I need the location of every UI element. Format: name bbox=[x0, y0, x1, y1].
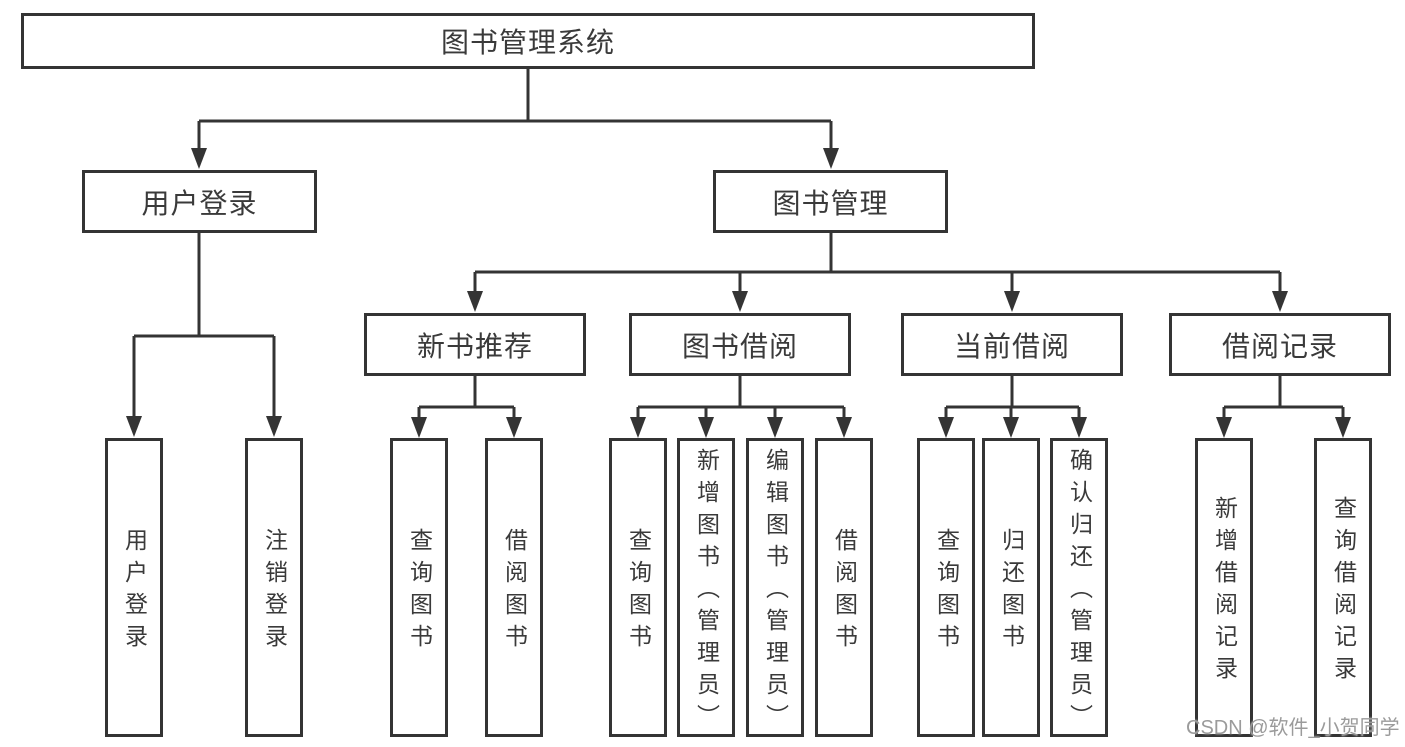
node-new-book-recommendation: 新书推荐 bbox=[364, 313, 586, 376]
leaf-add-borrow-record: 新增借阅记录 bbox=[1195, 438, 1253, 737]
arrowhead-icon bbox=[836, 417, 852, 438]
connector-root-to-level2 bbox=[191, 69, 839, 169]
arrowhead-icon bbox=[938, 417, 954, 438]
arrowhead-icon bbox=[767, 417, 783, 438]
leaf-query-books-recommend: 查询图书 bbox=[390, 438, 448, 737]
leaf-label: 新增图书（管理员） bbox=[693, 448, 720, 736]
arrowhead-icon bbox=[630, 417, 646, 438]
connector-new-book-recommendation-to-leaves bbox=[411, 376, 522, 438]
connector-book-management-to-level3 bbox=[467, 233, 1288, 312]
leaf-return-books: 归还图书 bbox=[982, 438, 1040, 737]
connector-user-login-to-leaves bbox=[126, 233, 282, 437]
connector-book-borrowing-to-leaves bbox=[630, 376, 852, 438]
leaf-label: 查询图书 bbox=[933, 528, 960, 656]
leaf-label: 编辑图书（管理员） bbox=[762, 448, 789, 736]
leaf-logout: 注销登录 bbox=[245, 438, 303, 737]
arrowhead-icon bbox=[732, 291, 748, 312]
watermark: CSDN @软件_小贺同学 bbox=[1186, 717, 1400, 739]
arrowhead-icon bbox=[411, 417, 427, 438]
node-label: 新书推荐 bbox=[416, 330, 533, 362]
leaf-label: 确认归还（管理员） bbox=[1066, 448, 1093, 736]
arrowhead-icon bbox=[467, 291, 483, 312]
connector-borrowing-records-to-leaves bbox=[1216, 376, 1351, 438]
node-label: 图书管理系统 bbox=[440, 27, 615, 58]
leaf-label: 查询借阅记录 bbox=[1330, 496, 1357, 688]
leaf-label: 用户登录 bbox=[121, 528, 148, 656]
leaf-query-books-current: 查询图书 bbox=[917, 438, 975, 737]
leaf-confirm-return-admin: 确认归还（管理员） bbox=[1050, 438, 1108, 737]
arrowhead-icon bbox=[1071, 417, 1087, 438]
arrowhead-icon bbox=[191, 148, 207, 169]
leaf-label: 借阅图书 bbox=[501, 528, 528, 656]
leaf-borrow-books-recommend: 借阅图书 bbox=[485, 438, 543, 737]
node-label: 图书管理 bbox=[772, 187, 889, 219]
leaf-add-book-admin: 新增图书（管理员） bbox=[677, 438, 735, 737]
node-user-login: 用户登录 bbox=[82, 170, 317, 233]
arrowhead-icon bbox=[1003, 417, 1019, 438]
node-book-borrowing: 图书借阅 bbox=[629, 313, 851, 376]
node-borrowing-records: 借阅记录 bbox=[1169, 313, 1391, 376]
node-book-management: 图书管理 bbox=[713, 170, 948, 233]
node-current-borrowing: 当前借阅 bbox=[901, 313, 1123, 376]
leaf-label: 新增借阅记录 bbox=[1211, 496, 1238, 688]
leaf-label: 查询图书 bbox=[625, 528, 652, 656]
leaf-label: 归还图书 bbox=[998, 528, 1025, 656]
arrowhead-icon bbox=[126, 416, 142, 437]
arrowhead-icon bbox=[823, 148, 839, 169]
arrowhead-icon bbox=[1272, 291, 1288, 312]
leaf-label: 查询图书 bbox=[406, 528, 433, 656]
arrowhead-icon bbox=[1335, 417, 1351, 438]
leaf-query-books-borrowing: 查询图书 bbox=[609, 438, 667, 737]
leaf-borrow-books-borrowing: 借阅图书 bbox=[815, 438, 873, 737]
node-root-library-management-system: 图书管理系统 bbox=[21, 13, 1035, 69]
leaf-user-login: 用户登录 bbox=[105, 438, 163, 737]
leaf-label: 注销登录 bbox=[261, 528, 288, 656]
leaf-query-borrow-record: 查询借阅记录 bbox=[1314, 438, 1372, 737]
node-label: 图书借阅 bbox=[681, 330, 798, 362]
leaf-label: 借阅图书 bbox=[831, 528, 858, 656]
connector-current-borrowing-to-leaves bbox=[938, 376, 1087, 438]
arrowhead-icon bbox=[266, 416, 282, 437]
arrowhead-icon bbox=[698, 417, 714, 438]
node-label: 用户登录 bbox=[141, 187, 258, 219]
arrowhead-icon bbox=[506, 417, 522, 438]
arrowhead-icon bbox=[1216, 417, 1232, 438]
node-label: 借阅记录 bbox=[1221, 330, 1338, 362]
leaf-edit-book-admin: 编辑图书（管理员） bbox=[746, 438, 804, 737]
node-label: 当前借阅 bbox=[953, 330, 1070, 362]
arrowhead-icon bbox=[1004, 291, 1020, 312]
